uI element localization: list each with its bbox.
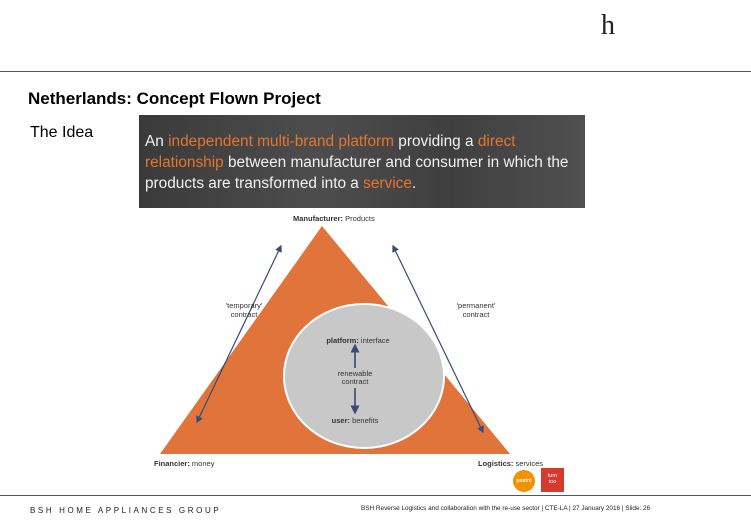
banner-text-part: providing a xyxy=(393,133,478,150)
permanent-contract-label: 'permanent'contract xyxy=(457,301,496,319)
footer-slide-info: BSH Reverse Logistics and collaboration … xyxy=(361,505,651,512)
banner-highlight: independent multi-brand platform xyxy=(168,133,394,150)
header-divider xyxy=(0,71,751,72)
user-label: user: benefits xyxy=(332,416,379,425)
concept-banner: An independent multi-brand platform prov… xyxy=(139,115,585,208)
logistics-label: Logistics: services xyxy=(478,459,543,468)
footer-company: BSH HOME APPLIANCES GROUP xyxy=(30,506,222,515)
financier-label: Financier: money xyxy=(154,459,215,468)
concept-diagram: Manufacturer: Products Financier: money … xyxy=(154,214,543,468)
manufacturer-label: Manufacturer: Products xyxy=(293,214,375,223)
footer-divider xyxy=(0,495,751,496)
banner-text-part: . xyxy=(411,175,417,192)
banner-text-part: between manufacturer and consumer in whi… xyxy=(145,154,569,192)
banner-highlight: service xyxy=(363,175,412,192)
diagram-postnl-logo: postnl xyxy=(513,470,535,492)
temporary-contract-label: 'temporary'contract xyxy=(226,301,263,319)
left-contract-arrow xyxy=(196,244,282,424)
slide-title: Netherlands: Concept Flown Project xyxy=(28,89,321,108)
company-logo: h xyxy=(601,10,615,41)
banner-highlight: direct relationship xyxy=(145,133,516,171)
platform-label: platform: interface xyxy=(326,336,389,345)
banner-statement: An independent multi-brand platform prov… xyxy=(145,131,585,194)
right-contract-arrow xyxy=(392,244,484,434)
banner-text-part: An xyxy=(145,133,169,150)
section-subheading: The Idea xyxy=(30,124,94,141)
